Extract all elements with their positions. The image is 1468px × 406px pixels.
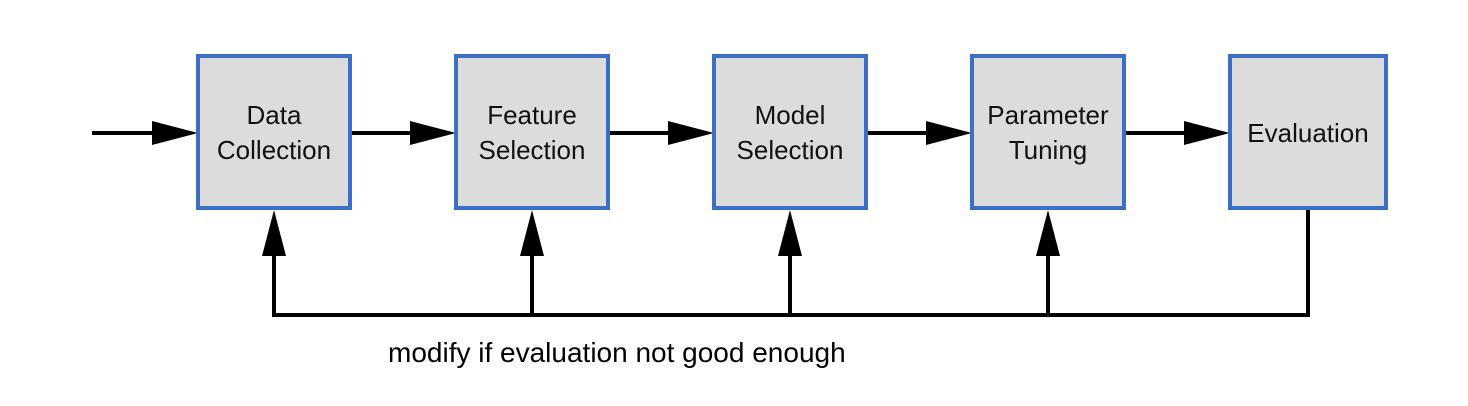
stage-box	[712, 54, 868, 210]
stage-label-line: Selection	[479, 135, 586, 165]
stage-feature-selection: Feature Selection	[454, 54, 610, 210]
stage-label-line: Model	[755, 100, 826, 130]
arrow-parameter-to-evaluation-head	[1184, 121, 1230, 145]
feedback-caption: modify if evaluation not good enough	[388, 337, 846, 368]
feedback-arrowhead-feature-selection	[520, 210, 544, 256]
stage-label-line: Collection	[217, 135, 331, 165]
arrow-collection-to-feature-head	[410, 121, 456, 145]
stage-label-line: Parameter	[987, 100, 1109, 130]
stage-label-line: Selection	[737, 135, 844, 165]
stage-model-selection: Model Selection	[712, 54, 868, 210]
stage-label-line: Feature	[487, 100, 577, 130]
arrow-feature-to-model-head	[668, 121, 714, 145]
feedback-arrowhead-parameter-tuning	[1036, 210, 1060, 256]
feedback-arrowhead-data-collection	[262, 210, 286, 256]
stage-evaluation: Evaluation	[1228, 54, 1388, 210]
stage-box	[970, 54, 1126, 210]
stage-label-line: Tuning	[1009, 135, 1088, 165]
stage-label-line: Evaluation	[1247, 118, 1368, 148]
stage-box	[454, 54, 610, 210]
stage-box	[196, 54, 352, 210]
stage-label-line: Data	[247, 100, 302, 130]
feedback-arrowhead-model-selection	[778, 210, 802, 256]
input-arrowhead	[152, 121, 198, 145]
arrow-model-to-parameter-head	[926, 121, 972, 145]
stage-parameter-tuning: Parameter Tuning	[970, 54, 1126, 210]
stage-box	[1228, 54, 1388, 210]
stage-data-collection: Data Collection	[196, 54, 352, 210]
